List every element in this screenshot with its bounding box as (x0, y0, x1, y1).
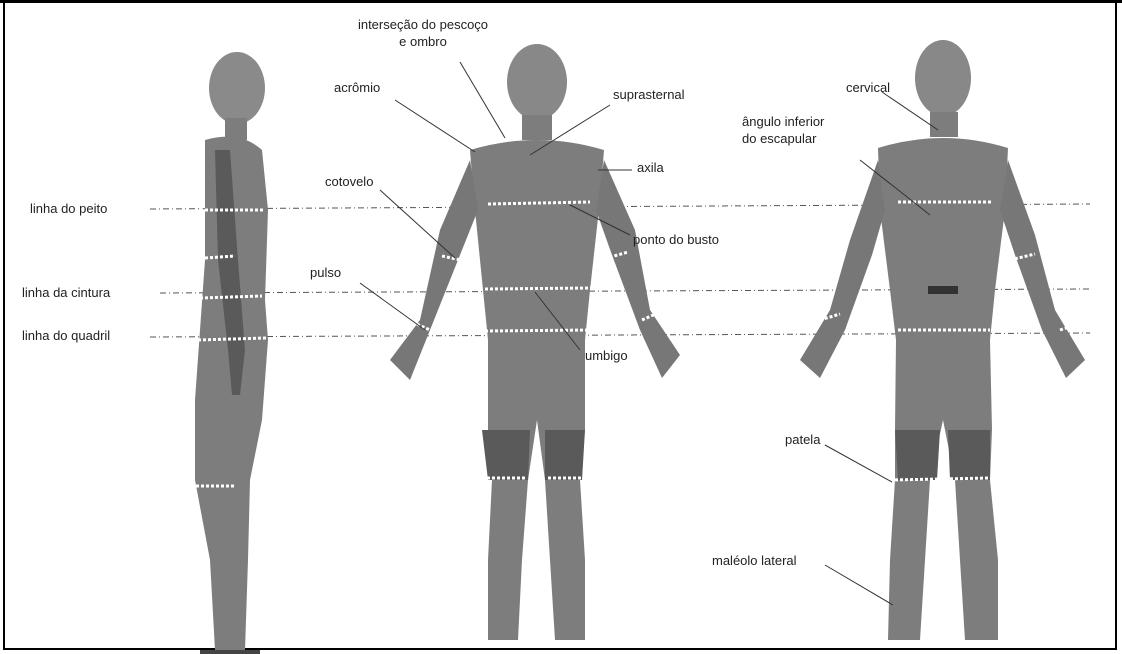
label-patella: patela (785, 432, 820, 447)
side-view-figure (195, 52, 268, 654)
label-cervical: cervical (846, 80, 890, 95)
label-elbow: cotovelo (325, 174, 373, 189)
leader-malleolus (825, 565, 893, 605)
front-view-figure (390, 44, 680, 640)
leader-neck-shoulder (460, 62, 505, 138)
leader-patella (825, 445, 892, 482)
label-navel: umbigo (585, 348, 628, 363)
leader-acromion (395, 100, 475, 152)
label-acromion: acrômio (334, 80, 380, 95)
label-suprasternal: suprasternal (613, 87, 685, 102)
label-hip-line: linha do quadril (22, 328, 110, 343)
back-view-figure (800, 40, 1085, 640)
label-bust-point: ponto do busto (633, 232, 719, 247)
label-waist-line: linha da cintura (22, 285, 110, 300)
label-neck-shoulder-line1: interseção do pescoço (343, 17, 503, 32)
label-lateral-malleolus: maléolo lateral (712, 553, 797, 568)
label-wrist: pulso (310, 265, 341, 280)
label-armpit: axila (637, 160, 664, 175)
label-scapula-line1: ângulo inferior (742, 114, 824, 129)
label-neck-shoulder-line2: e ombro (343, 34, 503, 49)
label-scapula-line2: do escapular (742, 131, 816, 146)
label-chest-line: linha do peito (30, 201, 107, 216)
leader-wrist (360, 283, 425, 330)
